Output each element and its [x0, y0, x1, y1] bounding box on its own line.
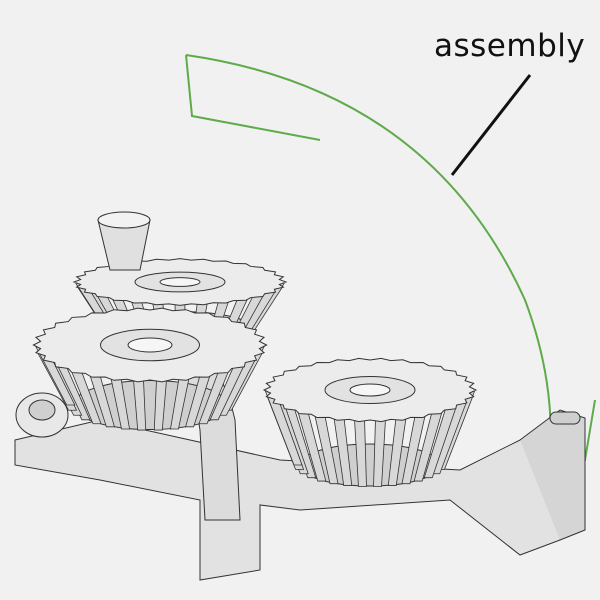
gear-left	[32, 307, 268, 431]
assembly-label: assembly	[434, 28, 586, 64]
gear-right	[262, 357, 478, 487]
cup	[97, 211, 151, 271]
base-frame	[14, 409, 586, 581]
selection-outline	[185, 54, 596, 462]
leader-line	[450, 74, 532, 176]
knob-left	[15, 392, 69, 438]
